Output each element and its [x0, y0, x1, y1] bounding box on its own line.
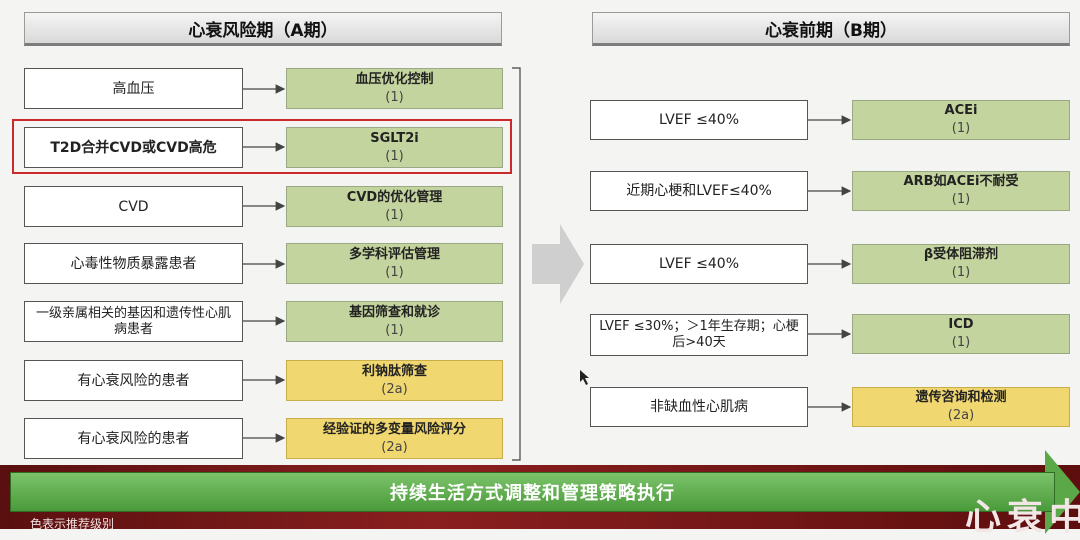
recommendation-label: 遗传咨询和检测 — [915, 390, 1007, 405]
stage-a-recommendation-5: 基因筛查和就诊 (1) — [286, 301, 503, 342]
stage-a-recommendation-3: CVD的优化管理 (1) — [286, 186, 503, 227]
stage-b-condition-1: LVEF ≤40% — [590, 100, 808, 140]
recommendation-level: (1) — [951, 121, 971, 136]
stage-a-condition-7: 有心衰风险的患者 — [24, 418, 243, 459]
stage-b-recommendation-4: ICD (1) — [852, 314, 1070, 354]
stage-b-condition-4: LVEF ≤30%；＞1年生存期；心梗后>40天 — [590, 314, 808, 356]
stage-a-recommendation-4: 多学科评估管理 (1) — [286, 243, 503, 284]
stage-a-condition-6: 有心衰风险的患者 — [24, 360, 243, 401]
stage-b-recommendation-1: ACEi (1) — [852, 100, 1070, 140]
recommendation-label: ARB如ACEi不耐受 — [903, 174, 1019, 189]
bottom-note: 色表示推荐级别 — [30, 517, 115, 531]
stage-a-recommendation-1: 血压优化控制 (1) — [286, 68, 503, 109]
recommendation-label: ACEi — [944, 103, 978, 118]
highlight-frame — [12, 119, 512, 174]
recommendation-label: 利钠肽筛查 — [361, 363, 427, 379]
recommendation-level: (1) — [385, 148, 404, 164]
recommendation-level: (2a) — [381, 439, 408, 455]
recommendation-label: 经验证的多变量风险评分 — [322, 421, 466, 437]
stage-b-condition-2: 近期心梗和LVEF≤40% — [590, 171, 808, 211]
stage-a-condition-1: 高血压 — [24, 68, 243, 109]
stage-a-recommendation-7: 经验证的多变量风险评分 (2a) — [286, 418, 503, 459]
recommendation-level: (1) — [951, 265, 971, 280]
recommendation-label: 血压优化控制 — [355, 71, 434, 87]
recommendation-label: 基因筛查和就诊 — [348, 304, 440, 320]
recommendation-label: β受体阻滞剂 — [923, 247, 999, 262]
stage-a-condition-2: T2D合并CVD或CVD高危 — [24, 127, 243, 168]
recommendation-level: (1) — [951, 192, 971, 207]
stage-a-recommendation-2: SGLT2i (1) — [286, 127, 503, 168]
stage-b-condition-5: 非缺血性心肌病 — [590, 387, 808, 427]
stage-b-header: 心衰前期（B期） — [592, 12, 1070, 46]
recommendation-label: ICD — [948, 317, 974, 332]
recommendation-label: SGLT2i — [370, 130, 419, 146]
recommendation-level: (1) — [385, 207, 404, 223]
stage-a-recommendation-6: 利钠肽筛查 (2a) — [286, 360, 503, 401]
stage-b-recommendation-5: 遗传咨询和检测 (2a) — [852, 387, 1070, 427]
stage-a-condition-3: CVD — [24, 186, 243, 227]
connector-arrows — [243, 67, 852, 461]
recommendation-label: 多学科评估管理 — [348, 246, 440, 262]
recommendation-label: CVD的优化管理 — [346, 189, 443, 205]
lifestyle-banner: 持续生活方式调整和管理策略执行 — [10, 472, 1055, 512]
stage-a-condition-5: 一级亲属相关的基因和遗传性心肌病患者 — [24, 301, 243, 342]
recommendation-level: (1) — [385, 89, 404, 105]
stage-b-recommendation-3: β受体阻滞剂 (1) — [852, 244, 1070, 284]
recommendation-level: (1) — [385, 322, 404, 338]
stage-a-header: 心衰风险期（A期） — [24, 12, 502, 46]
recommendation-level: (1) — [951, 335, 971, 350]
stage-b-condition-3: LVEF ≤40% — [590, 244, 808, 284]
recommendation-level: (1) — [385, 264, 404, 280]
recommendation-level: (2a) — [947, 408, 975, 423]
stage-b-recommendation-2: ARB如ACEi不耐受 (1) — [852, 171, 1070, 211]
corner-text: 心衰中 — [965, 497, 1080, 538]
recommendation-level: (2a) — [381, 381, 408, 397]
stage-a-condition-4: 心毒性物质暴露患者 — [24, 243, 243, 284]
